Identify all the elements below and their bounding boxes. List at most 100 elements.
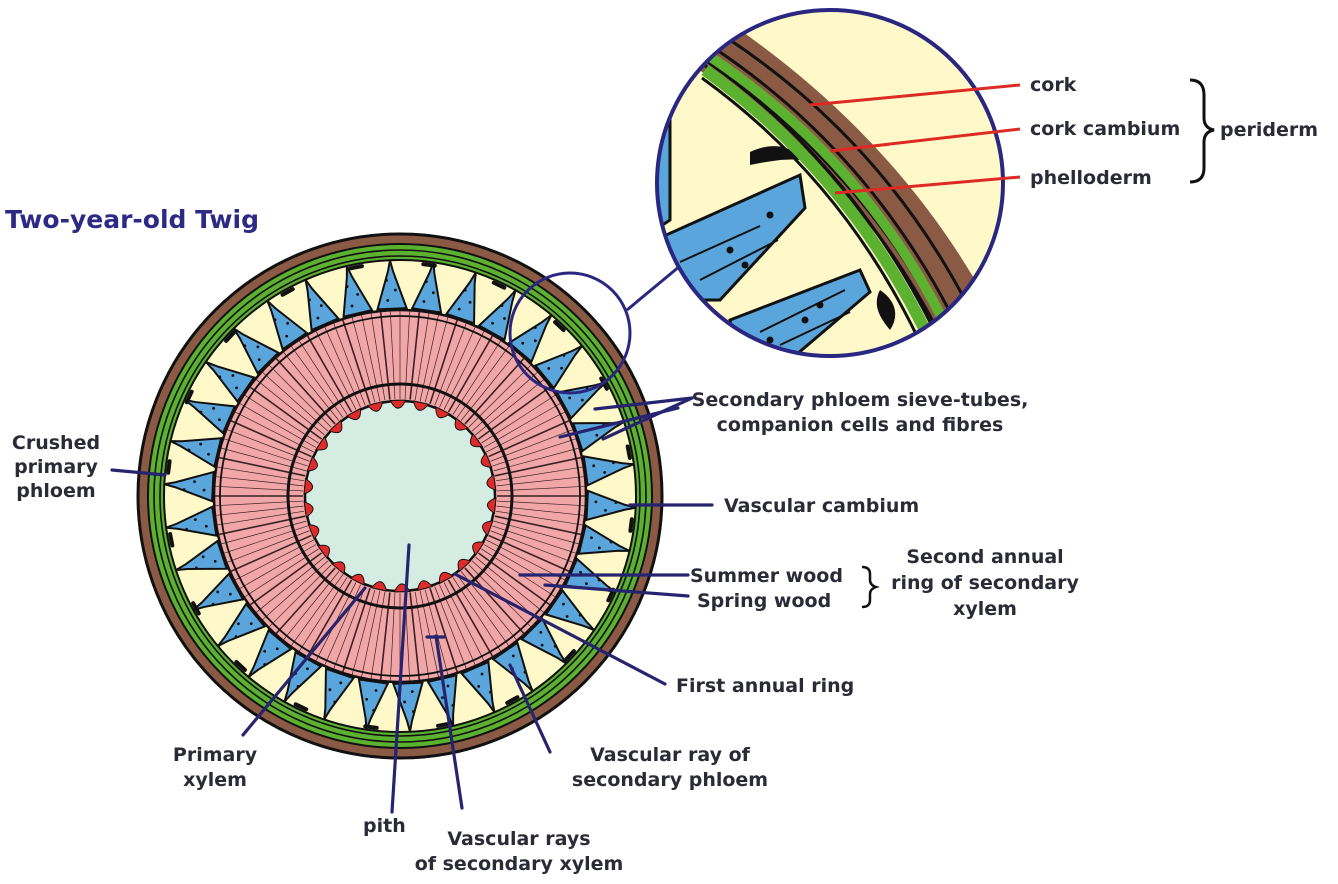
phloem-dot <box>317 317 320 320</box>
phloem-dot <box>339 681 342 684</box>
label-second-ring-2: ring of secondary <box>891 572 1079 594</box>
phloem-dot <box>185 528 188 531</box>
phloem-dot <box>560 367 563 370</box>
phloem-dot <box>263 650 266 653</box>
phloem-dot <box>194 518 197 521</box>
phloem-dot <box>595 434 598 437</box>
phloem-dot <box>458 308 461 311</box>
diagram-title: Two-year-old Twig <box>5 205 259 234</box>
label-primary-xylem: Primary <box>173 744 258 766</box>
phloem-dot <box>229 593 232 596</box>
phloem-dot <box>216 591 219 594</box>
phloem-dot <box>521 342 524 345</box>
phloem-dot <box>263 663 266 666</box>
label-phelloderm: phelloderm <box>1030 167 1152 189</box>
label-cork-cambium: cork cambium <box>1030 118 1180 140</box>
phloem-dot <box>579 614 582 617</box>
phloem-dot <box>195 567 198 570</box>
phloem-dot <box>308 298 311 301</box>
label-secondary-phloem-2: companion cells and fibres <box>717 414 1004 436</box>
phloem-dot <box>604 509 607 512</box>
phloem-dot <box>425 280 428 283</box>
phloem-dot <box>610 541 613 544</box>
label-periderm: periderm <box>1220 119 1318 141</box>
phloem-dot <box>200 411 203 414</box>
phloem-dot <box>595 500 598 503</box>
phloem-dot <box>568 396 571 399</box>
label-vascular-rays-xylem: Vascular rays <box>447 828 590 850</box>
label-crushed-phloem: Crushed <box>12 432 100 454</box>
phloem-dot <box>547 367 550 370</box>
phloem-dot <box>188 449 191 452</box>
label-second-ring: Second annual <box>906 546 1063 568</box>
crushed-phloem-mark <box>350 266 361 268</box>
label-vascular-ray-phloem-2: secondary phloem <box>572 769 768 791</box>
phloem-dot <box>585 582 588 585</box>
label-summer-wood: Summer wood <box>690 565 843 587</box>
label-crushed-phloem-3: phloem <box>16 480 95 502</box>
phloem-dot <box>451 704 454 707</box>
crushed-phloem-mark <box>630 519 631 531</box>
phloem-dot <box>329 688 332 691</box>
label-vascular-rays-xylem-2: of secondary xylem <box>415 853 624 875</box>
phloem-dot <box>464 289 467 292</box>
second-ring-brace <box>862 567 876 607</box>
phloem-dot <box>199 443 202 446</box>
zoom-connector <box>627 266 680 310</box>
phloem-dot <box>212 603 215 606</box>
crushed-phloem-mark <box>423 264 435 265</box>
phloem-dot <box>372 709 375 712</box>
phloem-dot <box>615 501 618 504</box>
phloem-dot <box>375 689 378 692</box>
phloem-dot <box>603 471 606 474</box>
phloem-dot <box>183 488 186 491</box>
phloem-dot <box>235 386 238 389</box>
phloem-dot <box>503 317 506 320</box>
phloem-dot <box>579 571 582 574</box>
crushed-phloem-mark <box>168 461 169 473</box>
phloem-dot <box>581 399 584 402</box>
phloem-dot <box>346 285 349 288</box>
phloem-dot <box>534 339 537 342</box>
phloem-dot <box>320 304 323 307</box>
phloem-dot <box>477 685 480 688</box>
phloem-dot <box>412 710 415 713</box>
phloem-dot <box>203 489 206 492</box>
phloem-dot <box>306 667 309 670</box>
phloem-dot <box>214 560 217 563</box>
phloem-dot <box>365 698 368 701</box>
phloem-dot <box>612 461 615 464</box>
phloem-dot <box>394 289 397 292</box>
phloem-dot <box>285 335 288 338</box>
phloem-dot <box>534 326 537 329</box>
phloem-dot <box>274 318 277 321</box>
phloem-dot <box>481 673 484 676</box>
phloem-dot <box>592 464 595 467</box>
phloem-dot <box>562 603 565 606</box>
phloem-dot <box>231 374 234 377</box>
label-secondary-phloem: Secondary phloem sieve-tubes, <box>692 389 1029 411</box>
phloem-dot <box>205 525 208 528</box>
label-vascular-ray-phloem: Vascular ray of <box>590 744 751 766</box>
phloem-dot <box>218 418 221 421</box>
phloem-dot <box>250 622 253 625</box>
phloem-dot <box>539 631 542 634</box>
phloem-dot <box>386 299 389 302</box>
phloem-dot <box>469 301 472 304</box>
label-cork: cork <box>1030 74 1077 96</box>
phloem-dot <box>218 375 221 378</box>
phloem-dot <box>441 696 444 699</box>
phloem-dot <box>276 647 279 650</box>
phloem-dot <box>237 622 240 625</box>
phloem-dot <box>356 293 359 296</box>
phloem-dot <box>212 407 215 410</box>
phloem-dot <box>297 685 300 688</box>
phloem-dot <box>598 547 601 550</box>
label-crushed-phloem-2: primary <box>14 456 98 478</box>
phloem-dot <box>235 635 238 638</box>
phloem-dot <box>193 480 196 483</box>
label-vascular-cambium: Vascular cambium <box>724 495 919 517</box>
zoom-detail <box>650 0 1010 370</box>
phloem-dot <box>512 654 515 657</box>
